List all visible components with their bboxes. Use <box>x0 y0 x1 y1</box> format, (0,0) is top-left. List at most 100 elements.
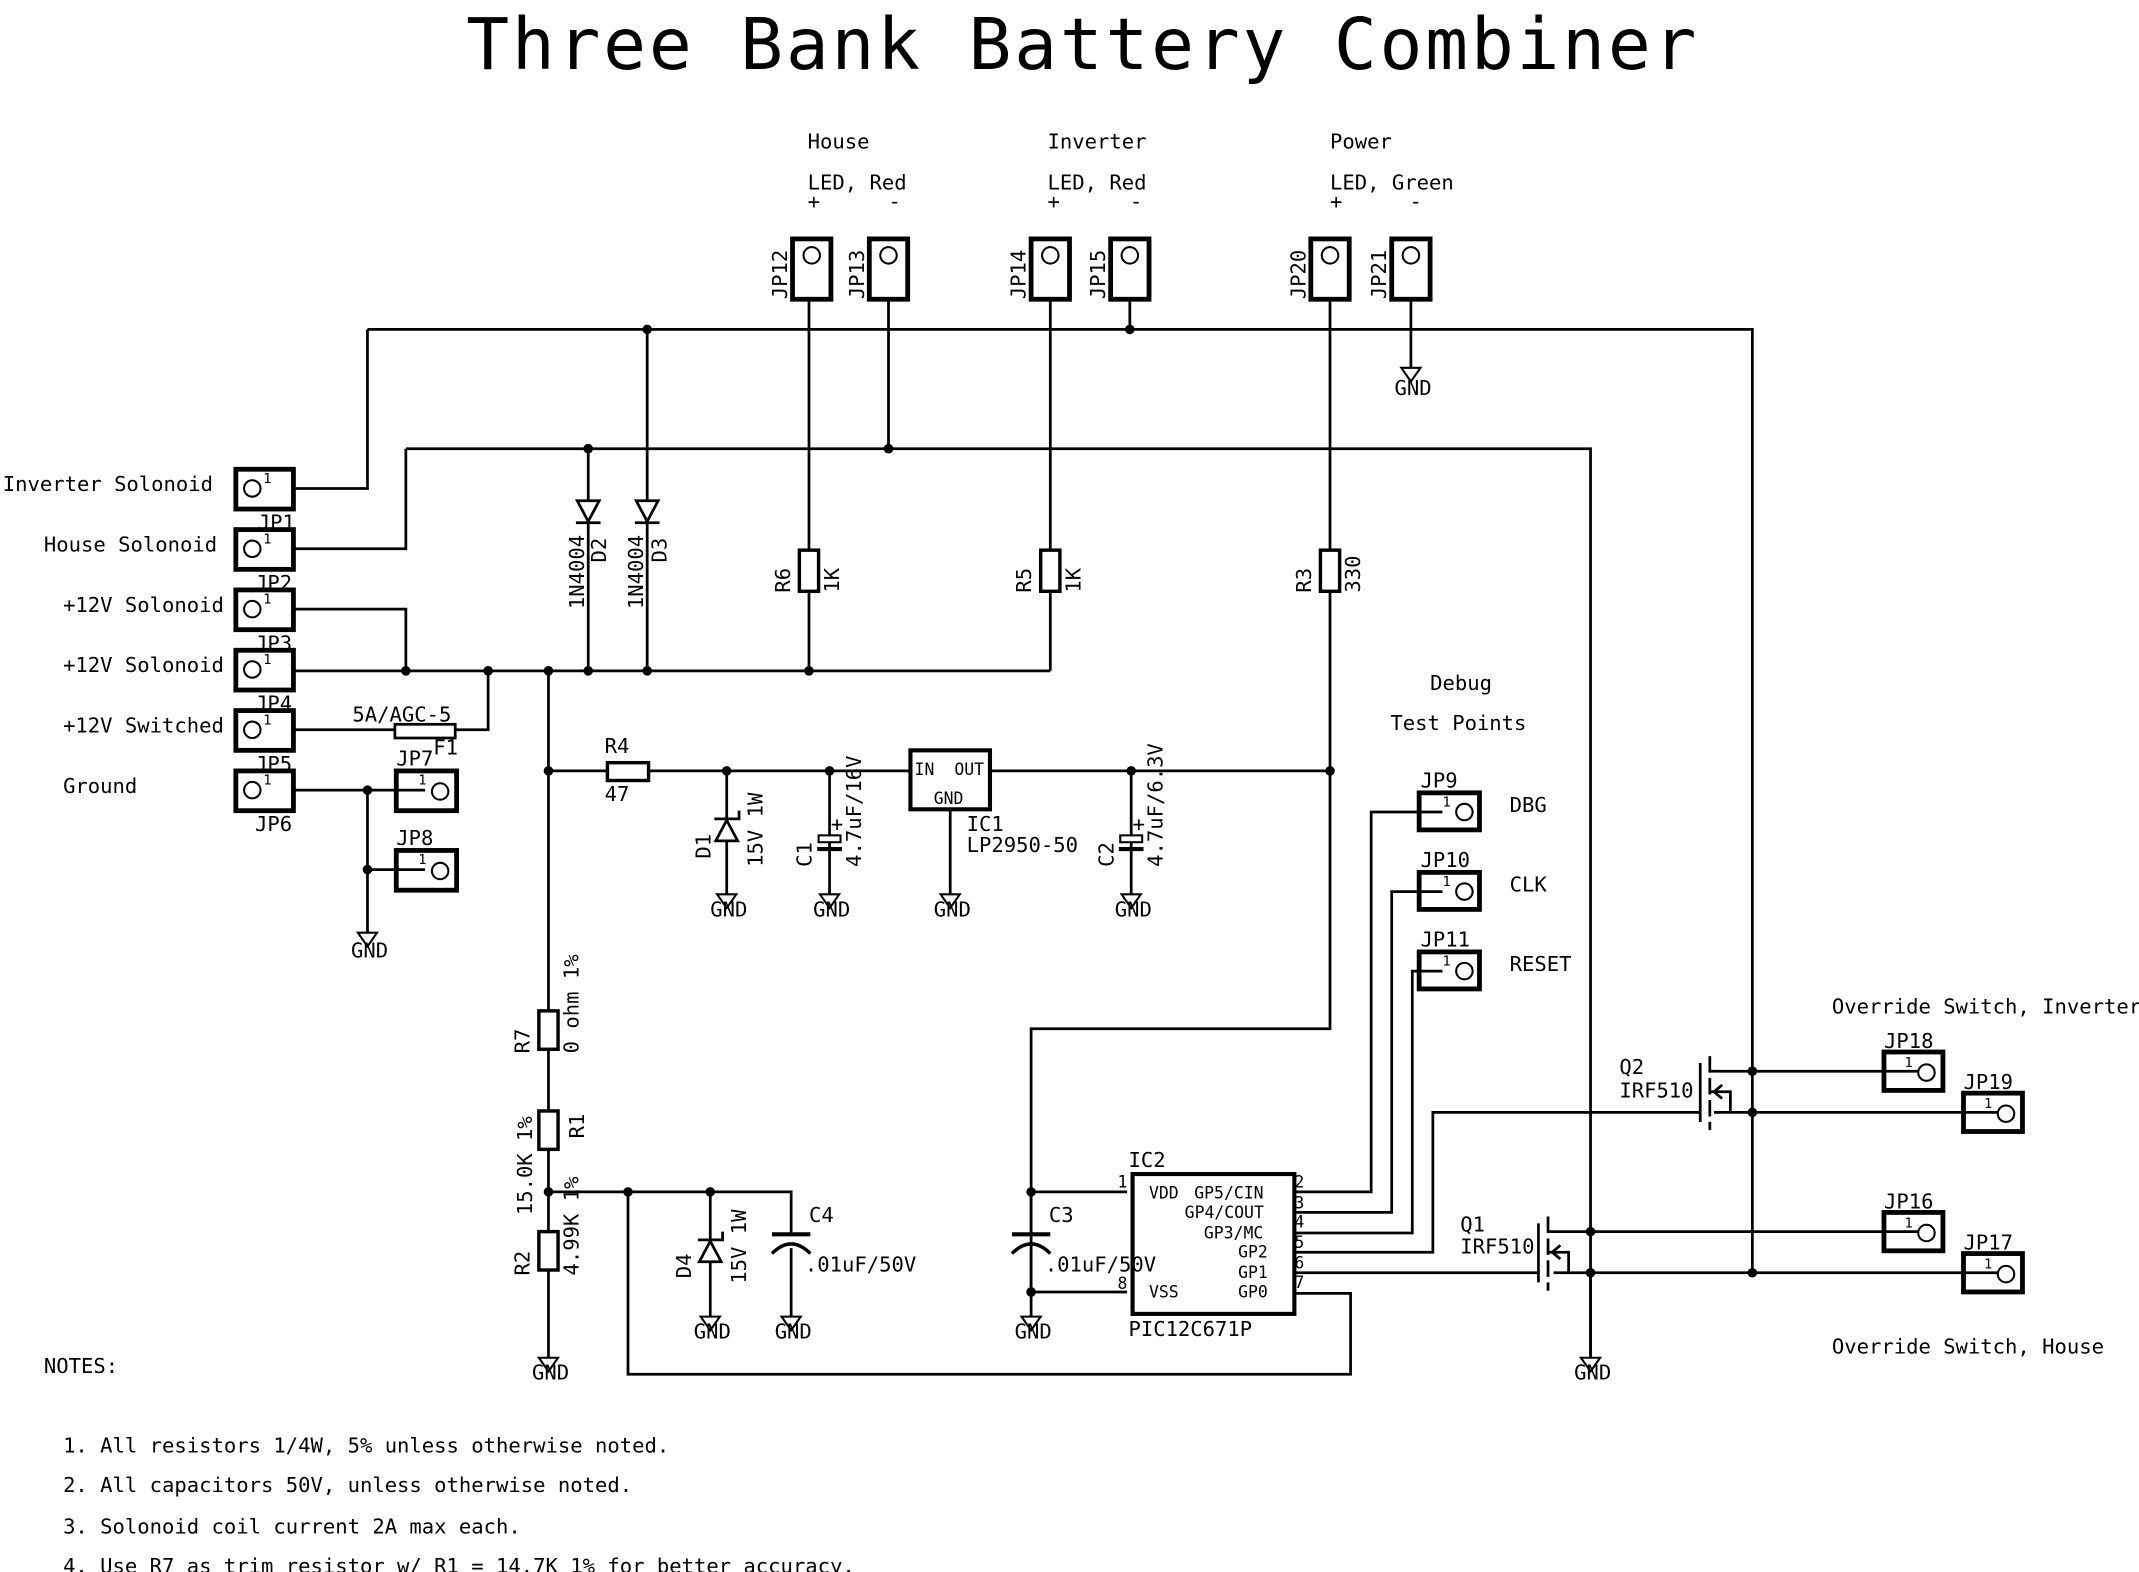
d4-value: 15V 1W <box>727 1209 751 1284</box>
jp3-pin: 1 <box>263 592 271 608</box>
r1-ref: R1 <box>565 1114 589 1139</box>
led-power-type: LED, Green <box>1330 171 1454 195</box>
led-inverter-label: Inverter <box>1048 129 1147 153</box>
jp17-pin: 1 <box>1984 1257 1992 1273</box>
ic2-pin4-name: GP3/MC <box>1204 1223 1263 1242</box>
jp10-pin: 1 <box>1442 874 1450 890</box>
led-labels: House LED, Red + - Inverter LED, Red + -… <box>808 129 1454 213</box>
gnd-icon: GND <box>351 931 388 962</box>
connector-jp15[interactable]: JP15 <box>1086 236 1152 302</box>
connector-jp13[interactable]: JP13 <box>845 236 911 302</box>
d3-ref: D3 <box>647 538 671 563</box>
d4-ref: D4 <box>672 1253 696 1278</box>
cap-c3: C3 .01uF/50V <box>1010 1203 1156 1276</box>
fuse-value: 5A/AGC-5 <box>352 703 451 727</box>
ic2-pin2-num: 2 <box>1294 1173 1304 1192</box>
r3-ref: R3 <box>1292 568 1316 593</box>
connector-jp10[interactable]: JP10 1 CLK <box>1416 848 1548 912</box>
connector-jp6[interactable]: Ground 1 JP6 <box>63 768 296 836</box>
jp1-desc: Inverter Solonoid <box>3 472 213 496</box>
connector-jp2[interactable]: House Solonoid 1 JP2 <box>44 527 296 595</box>
jp10-ref: JP10 <box>1421 848 1470 872</box>
led-inverter-plus: + <box>1048 190 1060 214</box>
d1-ref: D1 <box>691 834 715 859</box>
jp8-pin: 1 <box>418 852 426 868</box>
connector-jp5[interactable]: +12V Switched 1 JP5 <box>63 708 296 776</box>
jp4-pin: 1 <box>263 652 271 668</box>
led-power-minus: - <box>1410 190 1422 214</box>
jp11-label: RESET <box>1510 952 1572 976</box>
jp2-desc: House Solonoid <box>44 533 217 557</box>
gnd-icon: GND <box>1574 1356 1611 1385</box>
connector-jp4[interactable]: +12V Solonoid 1 JP4 <box>63 647 296 716</box>
r5-value: 1K <box>1061 567 1085 592</box>
debug-subtitle: Test Points <box>1390 711 1526 735</box>
jp14-label: JP14 <box>1007 250 1031 299</box>
c1-plus: + <box>831 812 843 836</box>
jp6-desc: Ground <box>63 774 137 798</box>
svg-text:GND: GND <box>934 897 971 921</box>
connector-jp19[interactable]: JP19 1 <box>1961 1070 2025 1134</box>
resistor-r1: R1 15.0K 1% <box>513 1109 589 1215</box>
page-title: Three Bank Battery Combiner <box>466 3 1699 86</box>
connector-jp21[interactable]: JP21 <box>1367 236 1433 302</box>
svg-text:GND: GND <box>1115 897 1152 921</box>
connector-jp16[interactable]: JP16 1 <box>1881 1189 1946 1254</box>
cap-c4: C4 .01uF/50V <box>770 1203 916 1276</box>
jp21-label: JP21 <box>1367 250 1391 299</box>
svg-text:GND: GND <box>813 897 850 921</box>
svg-text:GND: GND <box>1574 1361 1611 1385</box>
note-1: 1. All resistors 1/4W, 5% unless otherwi… <box>63 1433 669 1457</box>
ic2-pin1-num: 1 <box>1117 1173 1127 1192</box>
jp15-label: JP15 <box>1086 250 1110 299</box>
connector-jp7[interactable]: JP7 1 <box>393 746 459 814</box>
connector-jp3[interactable]: +12V Solonoid 1 JP3 <box>63 587 296 655</box>
r6-value: 1K <box>820 567 844 592</box>
jp3-desc: +12V Solonoid <box>63 593 224 617</box>
jp13-label: JP13 <box>845 250 869 299</box>
note-4: 4. Use R7 as trim resistor w/ R1 = 14.7K… <box>63 1554 855 1572</box>
gnd-icon: GND <box>532 1356 569 1385</box>
connector-jp11[interactable]: JP11 1 RESET <box>1416 927 1572 992</box>
c4-value: .01uF/50V <box>805 1252 916 1276</box>
fuse-f1: 5A/AGC-5 F1 <box>352 703 458 760</box>
jp6-pin: 1 <box>263 773 271 789</box>
connector-jp9[interactable]: JP9 1 DBG <box>1416 768 1547 833</box>
c4-ref: C4 <box>809 1203 834 1227</box>
jp1-pin: 1 <box>263 471 271 487</box>
connector-jp18[interactable]: JP18 1 <box>1881 1029 1946 1093</box>
connector-jp1[interactable]: Inverter Solonoid 1 JP1 <box>3 466 296 535</box>
svg-text:GND: GND <box>775 1320 812 1344</box>
connector-jp20[interactable]: JP20 <box>1286 236 1352 302</box>
d2-ref: D2 <box>587 538 611 563</box>
connector-jp17[interactable]: JP17 1 <box>1961 1230 2025 1295</box>
jp17-ref: JP17 <box>1963 1230 2012 1254</box>
connector-jp12[interactable]: JP12 <box>768 236 834 302</box>
ic2-pin2-name: GP5/CIN <box>1194 1184 1263 1203</box>
ic2-pin8-name: VSS <box>1149 1282 1179 1301</box>
r4-value: 47 <box>605 782 630 806</box>
r7-ref: R7 <box>510 1029 534 1054</box>
led-house-minus: - <box>889 190 901 214</box>
resistor-r7: R7 0 ohm 1% <box>510 954 583 1054</box>
ground-symbols: GND GND GND GND GND GND GND GND GND GND … <box>351 366 1611 1385</box>
ic2-part: PIC12C671P <box>1128 1317 1252 1341</box>
gnd-icon: GND <box>775 1315 812 1344</box>
resistor-r6: R6 1K <box>771 548 844 594</box>
d1-value: 15V 1W <box>743 792 767 867</box>
jp11-ref: JP11 <box>1421 927 1470 951</box>
notes: NOTES: 1. All resistors 1/4W, 5% unless … <box>44 1354 855 1572</box>
c2-value: 4.7uF/6.3V <box>1144 743 1168 867</box>
jp12-label: JP12 <box>768 250 792 299</box>
svg-text:GND: GND <box>532 1361 569 1385</box>
connector-jp8[interactable]: JP8 1 <box>393 826 459 893</box>
override-house-label: Override Switch, House <box>1832 1335 2104 1359</box>
jp9-ref: JP9 <box>1421 768 1458 792</box>
connector-jp14[interactable]: JP14 <box>1007 236 1072 302</box>
jp10-label: CLK <box>1510 873 1548 897</box>
override-section: Override Switch, Inverter Override Switc… <box>1832 995 2139 1359</box>
c3-ref: C3 <box>1049 1203 1074 1227</box>
d3-value: 1N4004 <box>624 535 648 609</box>
ic1-part: LP2950-50 <box>967 833 1078 857</box>
